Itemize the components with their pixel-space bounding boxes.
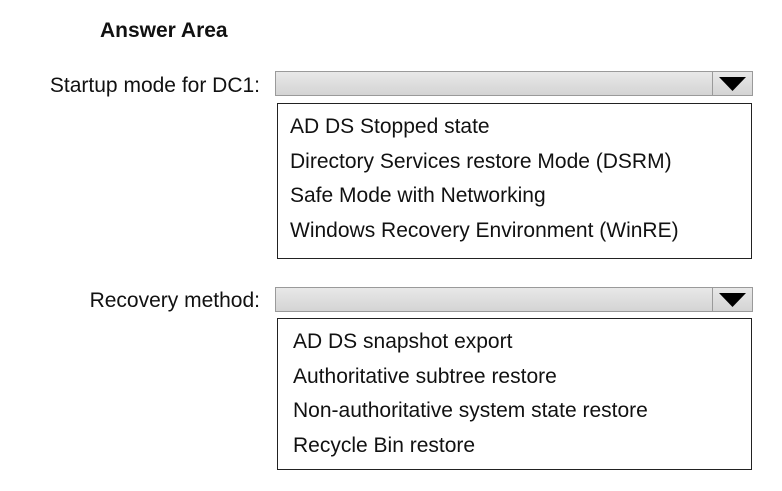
option-recycle-bin-restore[interactable]: Recycle Bin restore — [293, 433, 476, 457]
option-authoritative-subtree-restore[interactable]: Authoritative subtree restore — [293, 364, 557, 388]
option-ad-ds-stopped-state[interactable]: AD DS Stopped state — [290, 115, 490, 138]
startup-mode-dropdown-button[interactable] — [712, 72, 752, 95]
startup-mode-dropdown[interactable] — [275, 71, 753, 96]
option-safe-mode-networking[interactable]: Safe Mode with Networking — [290, 184, 546, 207]
triangle-down-icon — [719, 77, 746, 91]
answer-area-title: Answer Area — [100, 19, 228, 42]
recovery-method-dropdown-button[interactable] — [712, 288, 752, 311]
option-non-authoritative-system-state-restore[interactable]: Non-authoritative system state restore — [293, 399, 648, 422]
triangle-down-icon — [719, 293, 746, 307]
option-winre[interactable]: Windows Recovery Environment (WinRE) — [290, 218, 679, 242]
recovery-method-label: Recovery method: — [89, 289, 260, 312]
recovery-method-dropdown[interactable] — [275, 287, 753, 312]
startup-mode-options: AD DS Stopped state Directory Services r… — [277, 103, 752, 259]
startup-mode-label: Startup mode for DC1: — [49, 74, 260, 97]
option-dsrm[interactable]: Directory Services restore Mode (DSRM) — [290, 149, 672, 173]
option-ad-ds-snapshot-export[interactable]: AD DS snapshot export — [293, 330, 513, 353]
recovery-method-options: AD DS snapshot export Authoritative subt… — [277, 318, 752, 470]
